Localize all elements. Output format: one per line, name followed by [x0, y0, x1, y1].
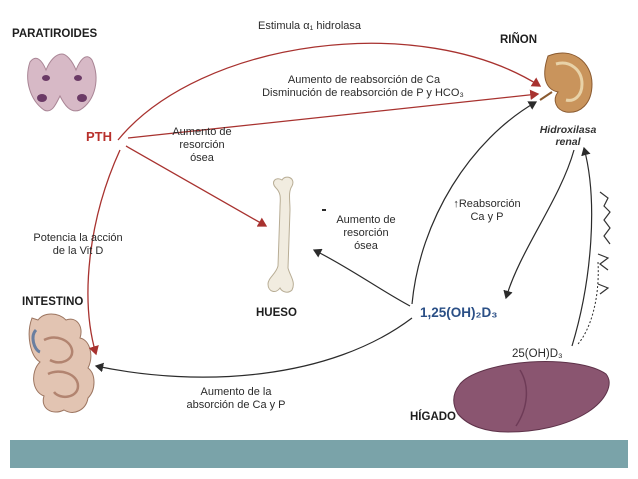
label-hidroxilasa-2: renal [555, 136, 581, 148]
label-calcidiol: 25(OH)D₃ [512, 348, 563, 360]
arrow-calcitriol-to-kidney [411, 101, 538, 305]
label-absorption-1: Aumento de la [200, 386, 272, 398]
kidney-illustration [539, 52, 593, 113]
arrow-kidney-to-calcitriol [503, 149, 575, 300]
arrow-calcidiol-to-kidney [571, 146, 593, 347]
label-reabsorption-line2: Disminución de reabsorción de P y HCO₃ [262, 87, 464, 99]
label-vitd-resorption-3: ósea [354, 240, 378, 252]
label-rinon: RIÑON [500, 34, 538, 46]
label-pth-resorption-3: ósea [190, 152, 214, 164]
arrow-calcitriol-to-bone [312, 248, 411, 307]
arrow-calcitriol-to-intestine [94, 317, 413, 378]
liver-illustration [453, 361, 610, 433]
intestine-illustration [28, 313, 95, 413]
label-pth-resorption-1: Aumento de [172, 126, 232, 138]
cholecalciferol-structure [597, 191, 611, 295]
label-calcitriol: 1,25(OH)₂D₃ [420, 305, 498, 320]
arrow-liver-to-calcidiol [577, 261, 599, 345]
label-hidroxilasa-1: Hidroxilasa [539, 124, 597, 136]
arrow-pth-to-kidney-reabsorption [127, 89, 540, 139]
label-vitd-resorption-2: resorción [343, 227, 389, 239]
label-renal-reabsorption-2: Ca y P [470, 211, 504, 223]
label-potencia-1: Potencia la acción [33, 232, 123, 244]
label-hueso: HUESO [256, 307, 297, 319]
label-absorption-2: absorción de Ca y P [186, 399, 286, 411]
arrow-pth-to-bone [125, 145, 268, 227]
label-vitd-resorption-1: Aumento de [336, 214, 396, 226]
label-pth-resorption-2: resorción [179, 139, 225, 151]
label-higado: HÍGADO [410, 411, 456, 423]
parathyroid-illustration [27, 53, 97, 112]
arrow-pth-to-kidney-stimulates [117, 42, 542, 141]
footer-band [10, 440, 628, 468]
label-potencia-2: de la Vit D [52, 245, 104, 257]
label-renal-reabsorption-1: ↑Reabsorción [453, 198, 521, 210]
label-intestino: INTESTINO [22, 296, 84, 308]
bone-illustration [267, 176, 294, 293]
label-stimulates-hydrolase: Estimula α₁ hidrolasa [258, 20, 362, 32]
label-paratiroides: PARATIROIDES [12, 28, 98, 40]
label-reabsorption-line1: Aumento de reabsorción de Ca [287, 74, 441, 86]
arrow-pth-to-intestine [87, 149, 121, 356]
label-pth: PTH [86, 129, 112, 144]
